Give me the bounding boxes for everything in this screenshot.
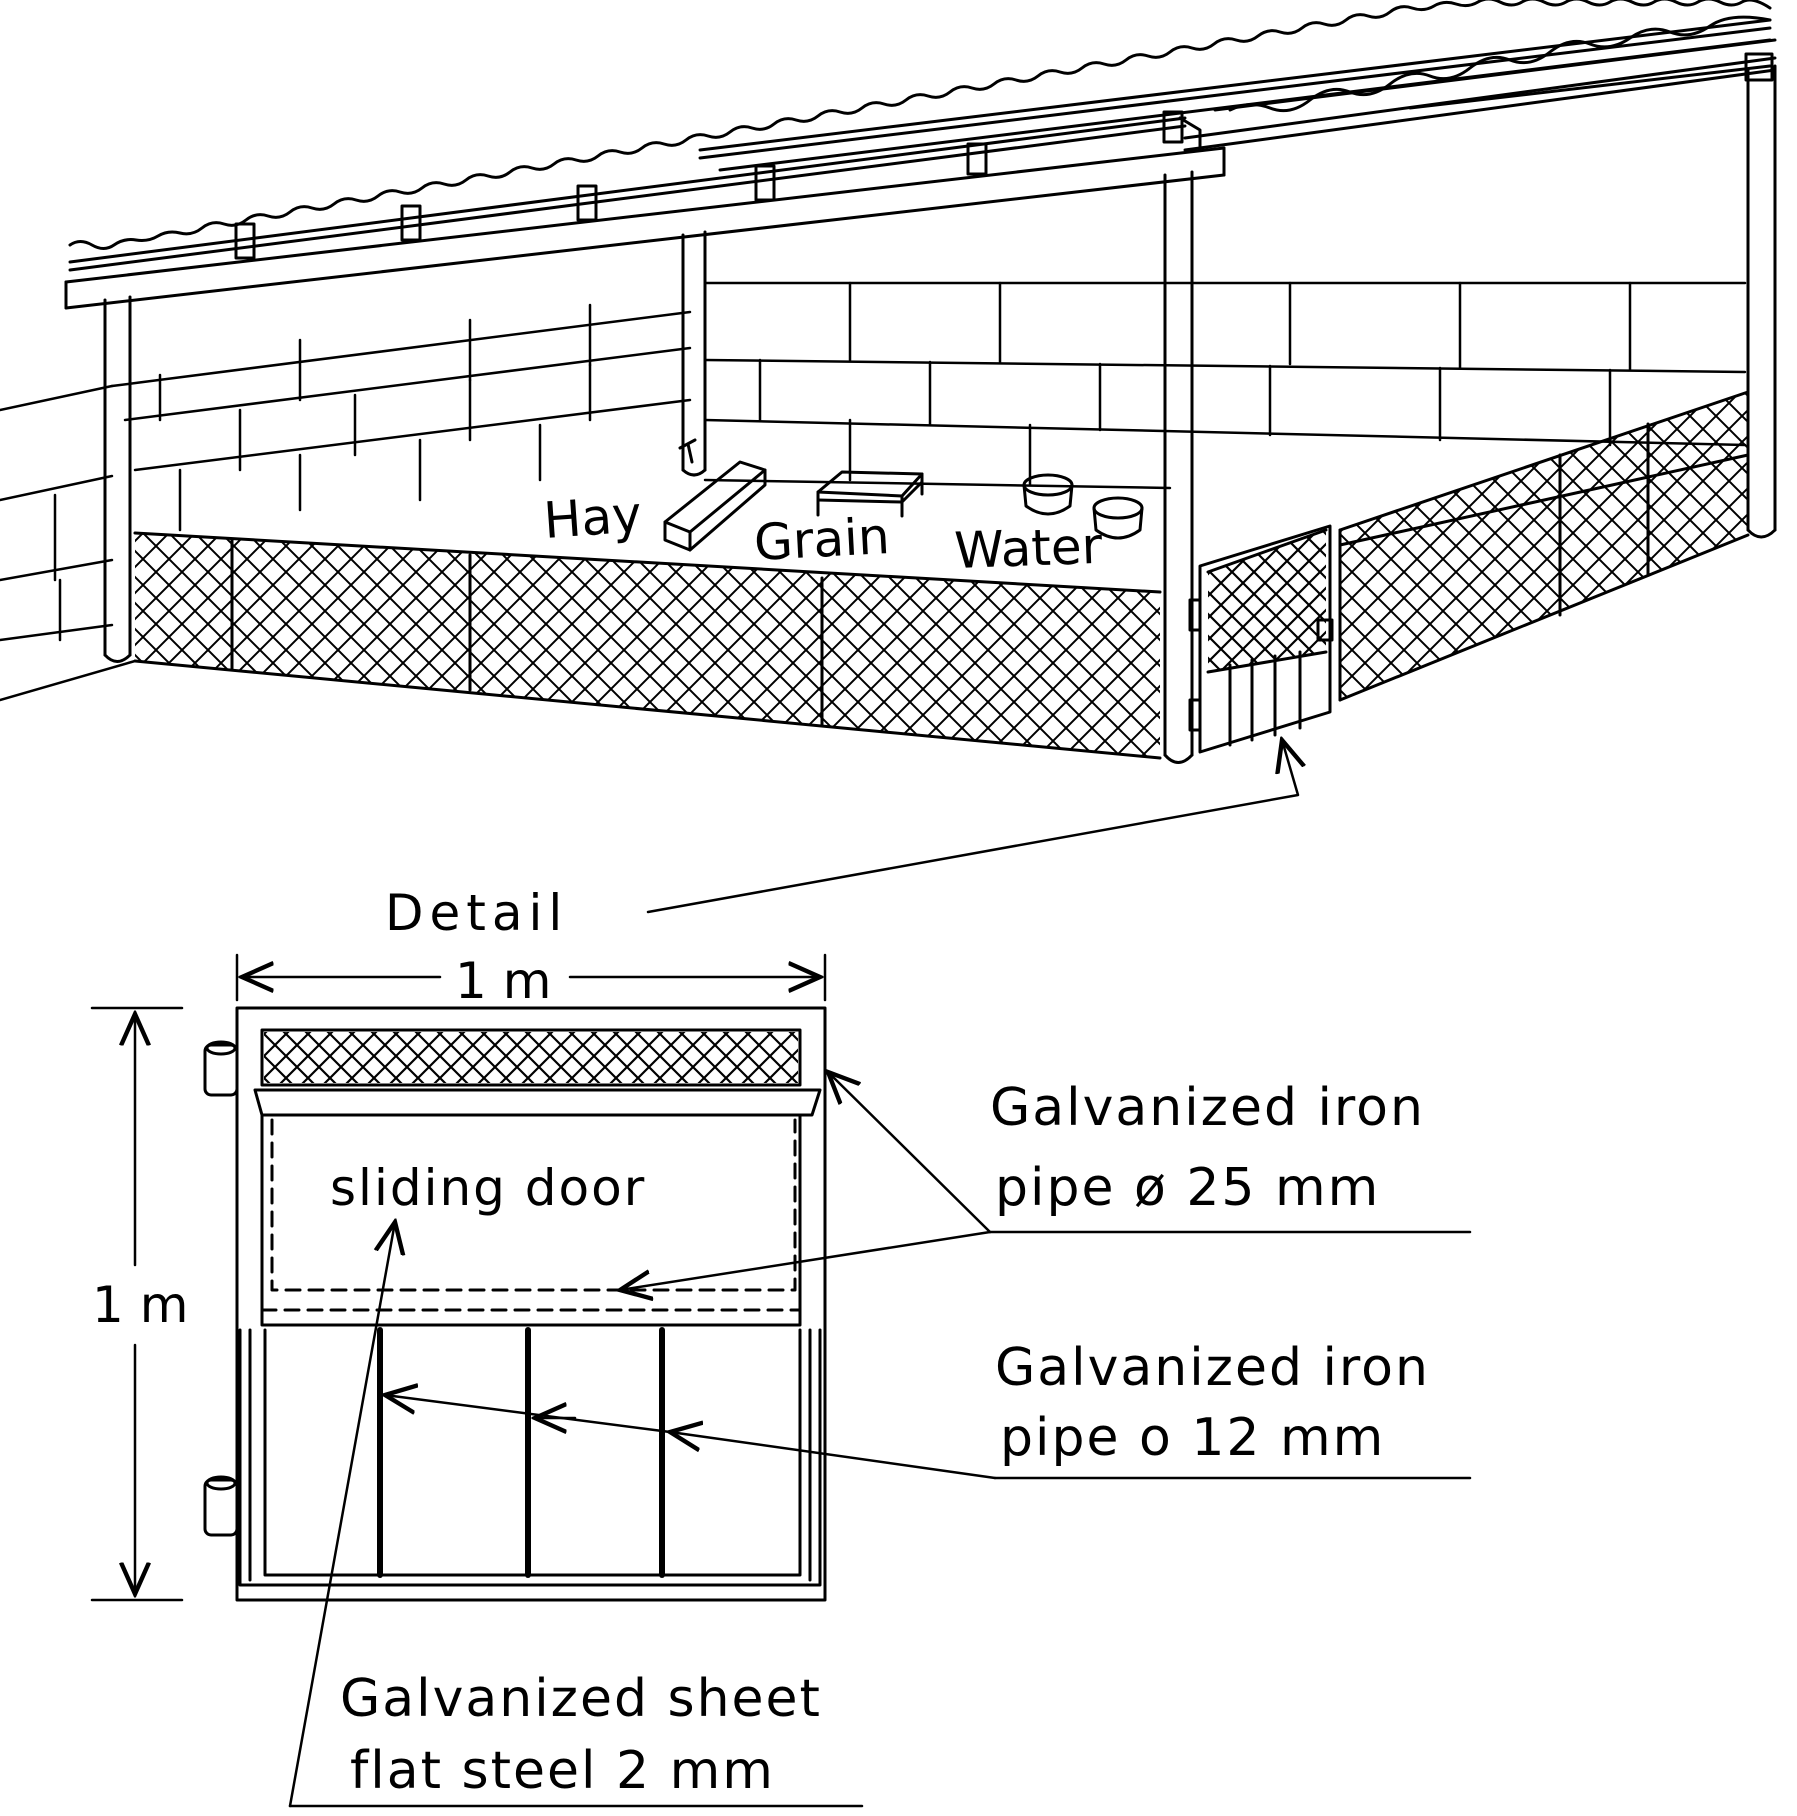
- detail-callout-line: [646, 740, 1298, 914]
- hay-feeder: [663, 438, 767, 552]
- sliding-door: [253, 1088, 822, 1327]
- gate-top-mesh: [264, 1032, 798, 1083]
- pipe12-label-line2: pipe o 12 mm: [1000, 1408, 1385, 1468]
- side-fence: [1338, 390, 1750, 702]
- hinges: [203, 1040, 239, 1537]
- pipe12-callout: [385, 1395, 1472, 1480]
- pen-perspective: Hay Grain Water: [0, 0, 1777, 914]
- front-fence: [133, 531, 1162, 760]
- gate-frame: [235, 1006, 827, 1602]
- hay-label: Hay: [542, 485, 644, 550]
- sheet-callout: [288, 1222, 864, 1808]
- sliding-door-label: sliding door: [330, 1159, 646, 1217]
- pipe25-label-line2: pipe ø 25 mm: [995, 1158, 1380, 1218]
- width-label: 1 m: [455, 952, 551, 1010]
- water-buckets: [1022, 473, 1144, 540]
- gate: [1188, 524, 1334, 754]
- height-dimension: [90, 1006, 184, 1602]
- lower-panel: [238, 1327, 822, 1587]
- sheet-label-line1: Galvanized sheet: [340, 1669, 822, 1729]
- gate-detail: Detail 1 m 1 m: [90, 884, 1472, 1808]
- pipe25-callout: [620, 1072, 1472, 1290]
- sheet-label-line2: flat steel 2 mm: [350, 1741, 775, 1801]
- pipe12-label-line1: Galvanized iron: [995, 1338, 1430, 1398]
- height-label: 1 m: [92, 1276, 188, 1334]
- detail-label: Detail: [385, 884, 568, 942]
- width-dimension: [235, 953, 827, 1002]
- posts: [103, 64, 1777, 764]
- roof-frame: [64, 38, 1777, 310]
- water-label: Water: [953, 517, 1103, 580]
- pipe25-label-line1: Galvanized iron: [990, 1078, 1425, 1138]
- roof: [68, 0, 1772, 250]
- back-wall: [0, 281, 1747, 702]
- grain-feeder: [816, 470, 924, 518]
- grain-label: Grain: [753, 507, 891, 572]
